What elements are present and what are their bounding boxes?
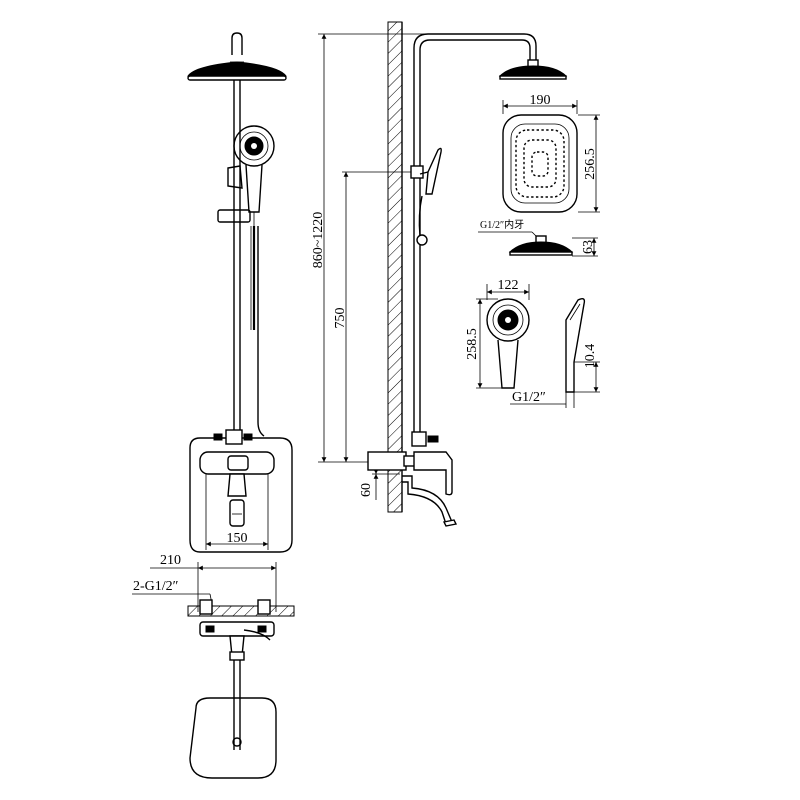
label-hand-thread: G1/2″ (512, 390, 546, 405)
front-hand-shower (227, 125, 275, 226)
side-mixer (367, 431, 458, 527)
label-height-range: 860~1220 (311, 212, 326, 269)
plan-view: 210 2-G1/2″ (132, 553, 295, 779)
front-riser-pipe (233, 80, 241, 432)
front-rain-head (187, 32, 287, 81)
side-rain-head (498, 59, 568, 80)
detail-rain-head-face: 190 256.5 (502, 93, 600, 213)
front-view: 150 (187, 32, 293, 553)
label-bar-height: 750 (333, 308, 348, 329)
label-head-width: 190 (530, 93, 551, 108)
side-view: 860~1220 750 60 (311, 21, 568, 527)
side-hand-shower (416, 147, 442, 246)
detail-hand-shower-front: 122 258.5 (465, 278, 530, 389)
side-wall (387, 21, 403, 513)
label-hand-length: 258.5 (465, 328, 480, 360)
dim-bar-height: 750 (333, 171, 412, 462)
detail-hand-shower-side: 10.4 G1/2″ (510, 297, 600, 408)
label-head-thickness: 63 (581, 240, 596, 254)
plan-rain-head (189, 697, 277, 779)
plan-wall (187, 605, 295, 617)
detail-rain-head-side: G1/2″内牙 63 (478, 218, 598, 257)
label-spout-offset: 60 (359, 483, 374, 497)
label-head-thread: G1/2″内牙 (480, 218, 524, 231)
side-riser-pipe (410, 33, 537, 432)
dim-height-range: 860~1220 (311, 33, 430, 463)
label-head-height: 256.5 (583, 148, 598, 180)
dim-valve-width: 150 (205, 474, 269, 550)
label-hand-width: 122 (498, 278, 519, 293)
label-hand-depth: 10.4 (583, 344, 598, 369)
front-valve-plate (189, 429, 293, 553)
front-slider (217, 209, 251, 223)
front-hose (250, 226, 265, 437)
label-valve-width: 150 (227, 531, 248, 546)
plan-mixer (199, 621, 275, 661)
label-inlet-thread: 2-G1/2″ (133, 579, 179, 594)
dim-inlet-spacing: 210 (150, 553, 277, 612)
label-inlet-spacing: 210 (160, 553, 181, 568)
